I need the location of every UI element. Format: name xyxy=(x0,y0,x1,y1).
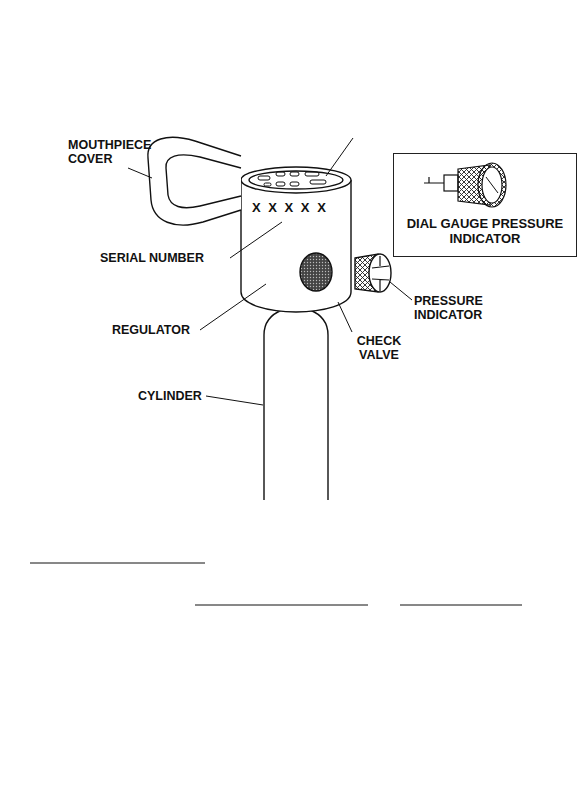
part-label: SERIAL NUMBER xyxy=(100,251,240,265)
inset-title: DIAL GAUGE PRESSURE INDICATOR xyxy=(400,216,570,246)
regulator-body xyxy=(241,180,351,312)
part-label: CYLINDER xyxy=(138,389,218,403)
dial-gauge-picture xyxy=(394,157,578,213)
serial-marking: X X X X X xyxy=(252,201,362,215)
leader-lines xyxy=(128,138,412,405)
cylinder-outline xyxy=(264,310,328,500)
check-valve xyxy=(300,253,332,291)
blank-rules xyxy=(30,563,522,605)
inset-box: DIAL GAUGE PRESSURE INDICATOR xyxy=(393,153,577,257)
top-slots xyxy=(258,172,326,186)
regulator-top xyxy=(241,167,351,193)
part-label: MOUTHPIECE COVER xyxy=(68,138,148,166)
part-label: CHECK VALVE xyxy=(344,334,414,362)
part-label: PRESSURE INDICATOR xyxy=(414,294,500,322)
mouthpiece-cover xyxy=(148,137,241,225)
part-label: REGULATOR xyxy=(112,323,212,337)
